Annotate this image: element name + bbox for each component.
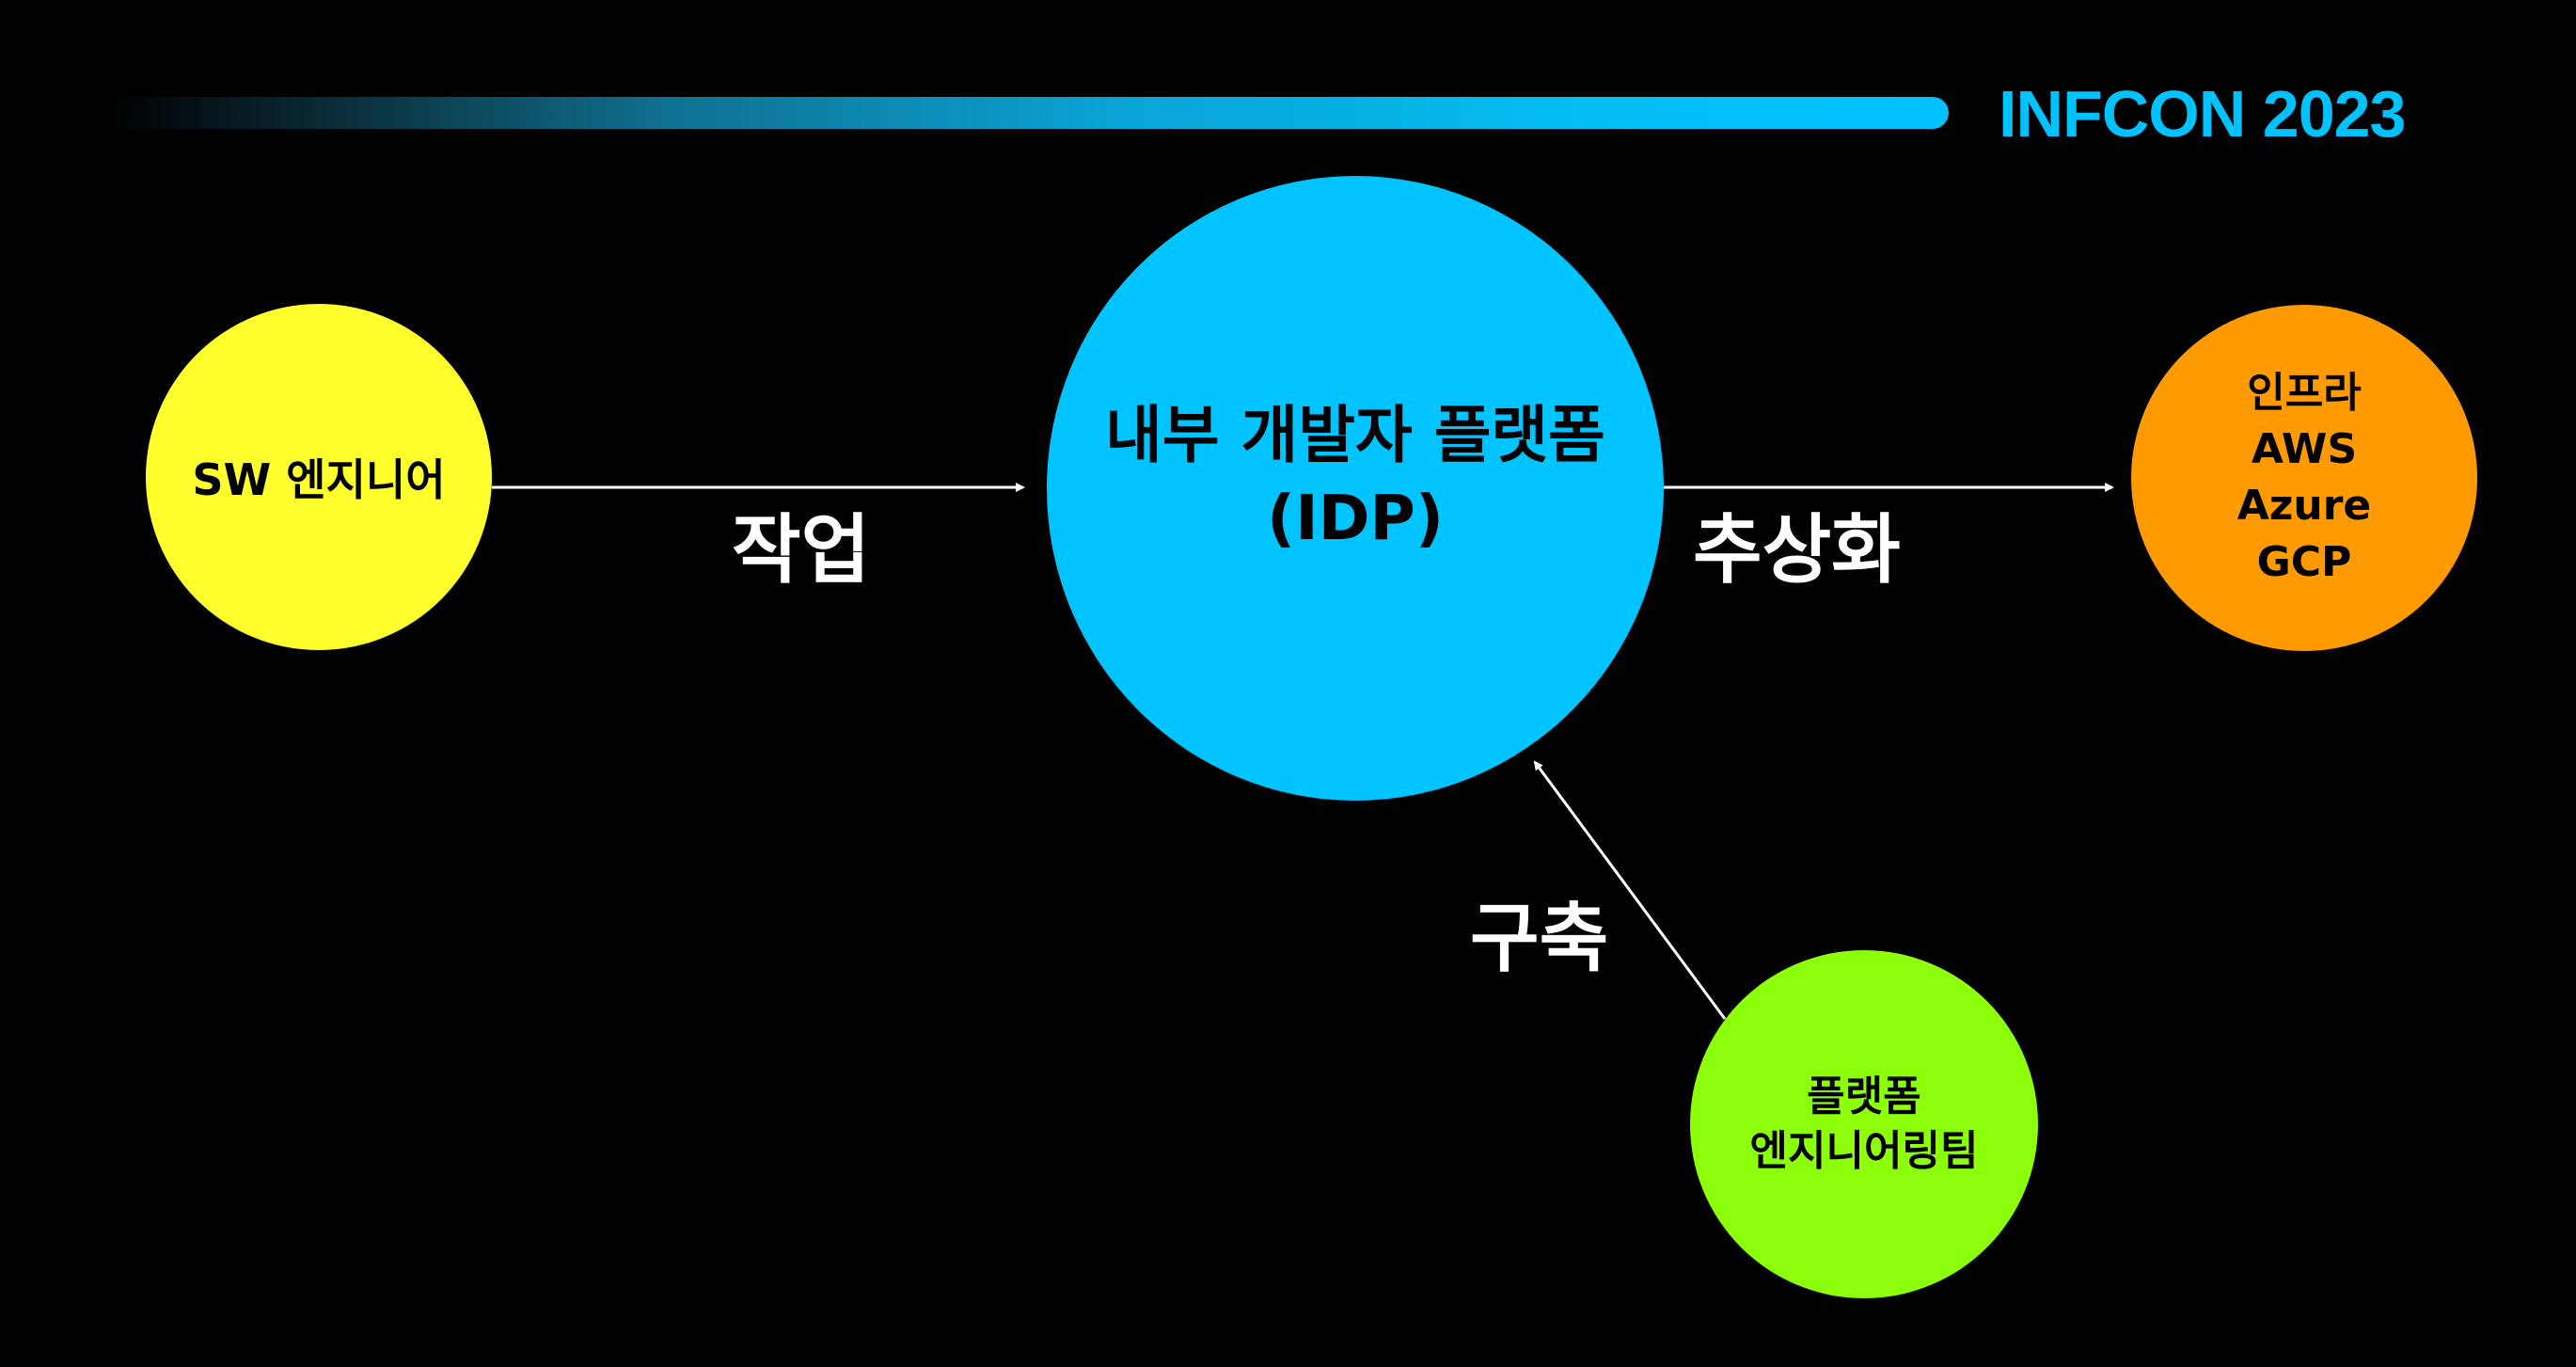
edge-label-abstract: 추상화: [1693, 506, 1901, 594]
node-infra: 인프라 AWS Azure GCP: [2131, 305, 2477, 651]
node-platform-team-label: 플랫폼 엔지니어링팀: [1749, 1073, 1979, 1175]
header-gradient-bar: [103, 97, 1949, 129]
node-idp-label: 내부 개발자 플랫폼 (IDP): [1105, 399, 1605, 554]
arrow-build: [1533, 760, 1727, 1020]
edge-label-work: 작업: [732, 506, 871, 594]
node-sw-engineer-label: SW 엔지니어: [192, 454, 446, 505]
node-sw-engineer: SW 엔지니어: [146, 304, 492, 650]
node-platform-team: 플랫폼 엔지니어링팀: [1690, 950, 2038, 1298]
node-idp: 내부 개발자 플랫폼 (IDP): [1047, 176, 1664, 801]
brand-title: INFCON 2023: [1999, 77, 2406, 151]
node-infra-label: 인프라 AWS Azure GCP: [2236, 369, 2372, 586]
edge-label-build: 구축: [1470, 895, 1609, 982]
